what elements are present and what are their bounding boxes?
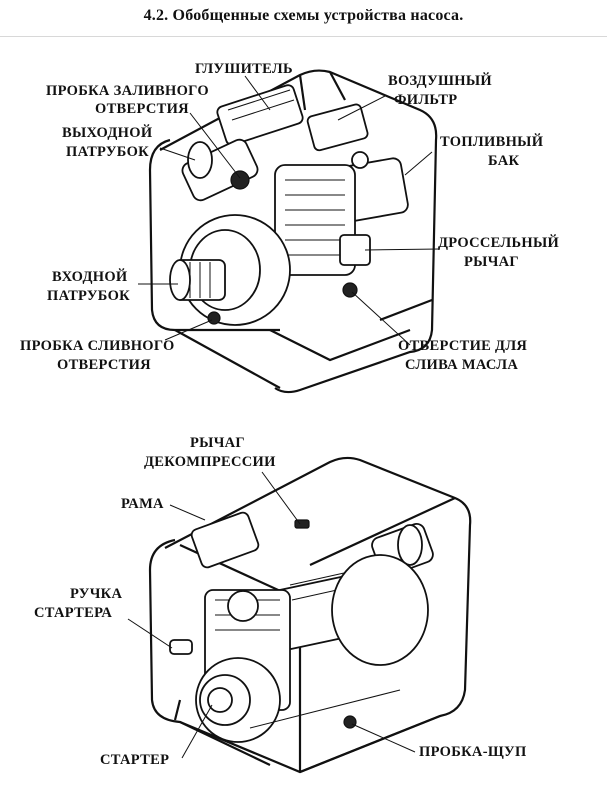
label-throttle-1: ДРОССЕЛЬНЫЙ [438,234,560,251]
label-muffler: ГЛУШИТЕЛЬ [195,61,293,77]
heading-divider [0,36,607,37]
label-air-filter-1: ВОЗДУШНЫЙ [388,72,492,89]
label-throttle-2: РЫЧАГ [464,254,519,270]
label-frame: РАМА [121,496,164,512]
label-starter-handle-1: РУЧКА [70,586,122,602]
label-filler-plug-1: ПРОБКА ЗАЛИВНОГО [46,83,209,99]
label-outlet-2: ПАТРУБОК [66,144,149,160]
bottom-leader-lines [127,471,416,759]
bottom-pump-illustration [148,456,472,774]
label-filler-plug-2: ОТВЕРСТИЯ [95,101,189,117]
bottom-labels: РЫЧАГ ДЕКОМПРЕССИИ РАМА РУЧКА СТАРТЕРА С… [34,435,527,768]
label-fuel-tank-2: БАК [488,153,519,169]
label-dipstick: ПРОБКА-ЩУП [419,744,527,760]
label-decompression-2: ДЕКОМПРЕССИИ [144,454,276,470]
label-oil-drain-1: ОТВЕРСТИЕ ДЛЯ [398,338,527,354]
label-drain-plug-1: ПРОБКА СЛИВНОГО [20,338,175,354]
label-drain-plug-2: ОТВЕРСТИЯ [57,357,151,373]
label-starter: СТАРТЕР [100,752,169,768]
label-fuel-tank-1: ТОПЛИВНЫЙ [440,133,544,150]
top-pump-illustration [148,69,438,394]
label-starter-handle-2: СТАРТЕРА [34,605,112,621]
label-air-filter-2: ФИЛЬТР [394,92,457,108]
label-oil-drain-2: СЛИВА МАСЛА [405,357,518,373]
label-inlet-2: ПАТРУБОК [47,288,130,304]
page-heading: 4.2. Обобщенные схемы устройства насоса. [143,7,464,24]
top-leader-lines [138,75,441,346]
label-inlet-1: ВХОДНОЙ [52,268,128,285]
top-labels: ГЛУШИТЕЛЬ ПРОБКА ЗАЛИВНОГО ОТВЕРСТИЯ ВОЗ… [20,61,560,373]
label-outlet-1: ВЫХОДНОЙ [62,124,153,141]
label-decompression-1: РЫЧАГ [190,435,245,451]
